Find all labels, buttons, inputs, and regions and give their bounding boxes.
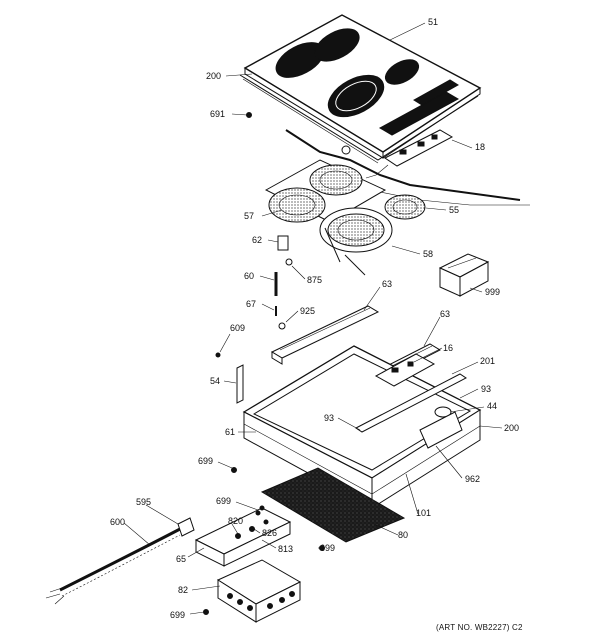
label-63-upper: 63 <box>382 279 392 289</box>
label-63-lower: 63 <box>440 309 450 319</box>
terminal-block <box>203 559 302 623</box>
label-200-top: 200 <box>206 71 221 81</box>
label-54: 54 <box>210 376 220 386</box>
label-67: 67 <box>246 299 256 309</box>
side-bracket <box>215 352 244 404</box>
label-600: 600 <box>110 517 125 527</box>
label-18: 18 <box>475 142 485 152</box>
label-699-d: 699 <box>170 610 185 620</box>
power-cord <box>45 517 195 605</box>
label-699-b: 699 <box>216 496 231 506</box>
label-609: 609 <box>230 323 245 333</box>
label-595: 595 <box>136 497 151 507</box>
label-200-bottom: 200 <box>504 423 519 433</box>
label-826: 826 <box>262 528 277 538</box>
cooktop-glass <box>243 14 482 159</box>
label-699-c: 699 <box>320 543 335 553</box>
label-691: 691 <box>210 109 225 119</box>
bottom-plate <box>260 467 406 543</box>
label-813: 813 <box>278 544 293 554</box>
leader-lines <box>123 22 503 615</box>
part-box <box>438 253 490 297</box>
label-93-right: 93 <box>481 384 491 394</box>
art-number: (ART NO. WB2227) C2 <box>436 623 523 632</box>
label-93-left: 93 <box>324 413 334 423</box>
housing-box <box>242 345 482 509</box>
label-82: 82 <box>178 585 188 595</box>
label-999: 999 <box>485 287 500 297</box>
label-875: 875 <box>307 275 322 285</box>
label-16: 16 <box>443 343 453 353</box>
label-65: 65 <box>176 554 186 564</box>
label-60: 60 <box>244 271 254 281</box>
junction-box <box>194 507 292 567</box>
label-58: 58 <box>423 249 433 259</box>
label-61: 61 <box>225 427 235 437</box>
label-44: 44 <box>487 401 497 411</box>
trim-gasket-top <box>239 74 479 164</box>
label-962: 962 <box>465 474 480 484</box>
label-201: 201 <box>480 356 495 366</box>
label-699-a: 699 <box>198 456 213 466</box>
label-820: 820 <box>228 516 243 526</box>
label-80: 80 <box>398 530 408 540</box>
label-62: 62 <box>252 235 262 245</box>
label-101: 101 <box>416 508 431 518</box>
label-51: 51 <box>428 17 438 27</box>
control-board <box>365 129 454 179</box>
burner-assembly <box>264 159 426 276</box>
label-57: 57 <box>244 211 254 221</box>
label-55: 55 <box>449 205 459 215</box>
part-labels: 51 200 691 18 57 55 62 58 875 60 999 63 … <box>110 17 523 632</box>
label-925: 925 <box>300 306 315 316</box>
